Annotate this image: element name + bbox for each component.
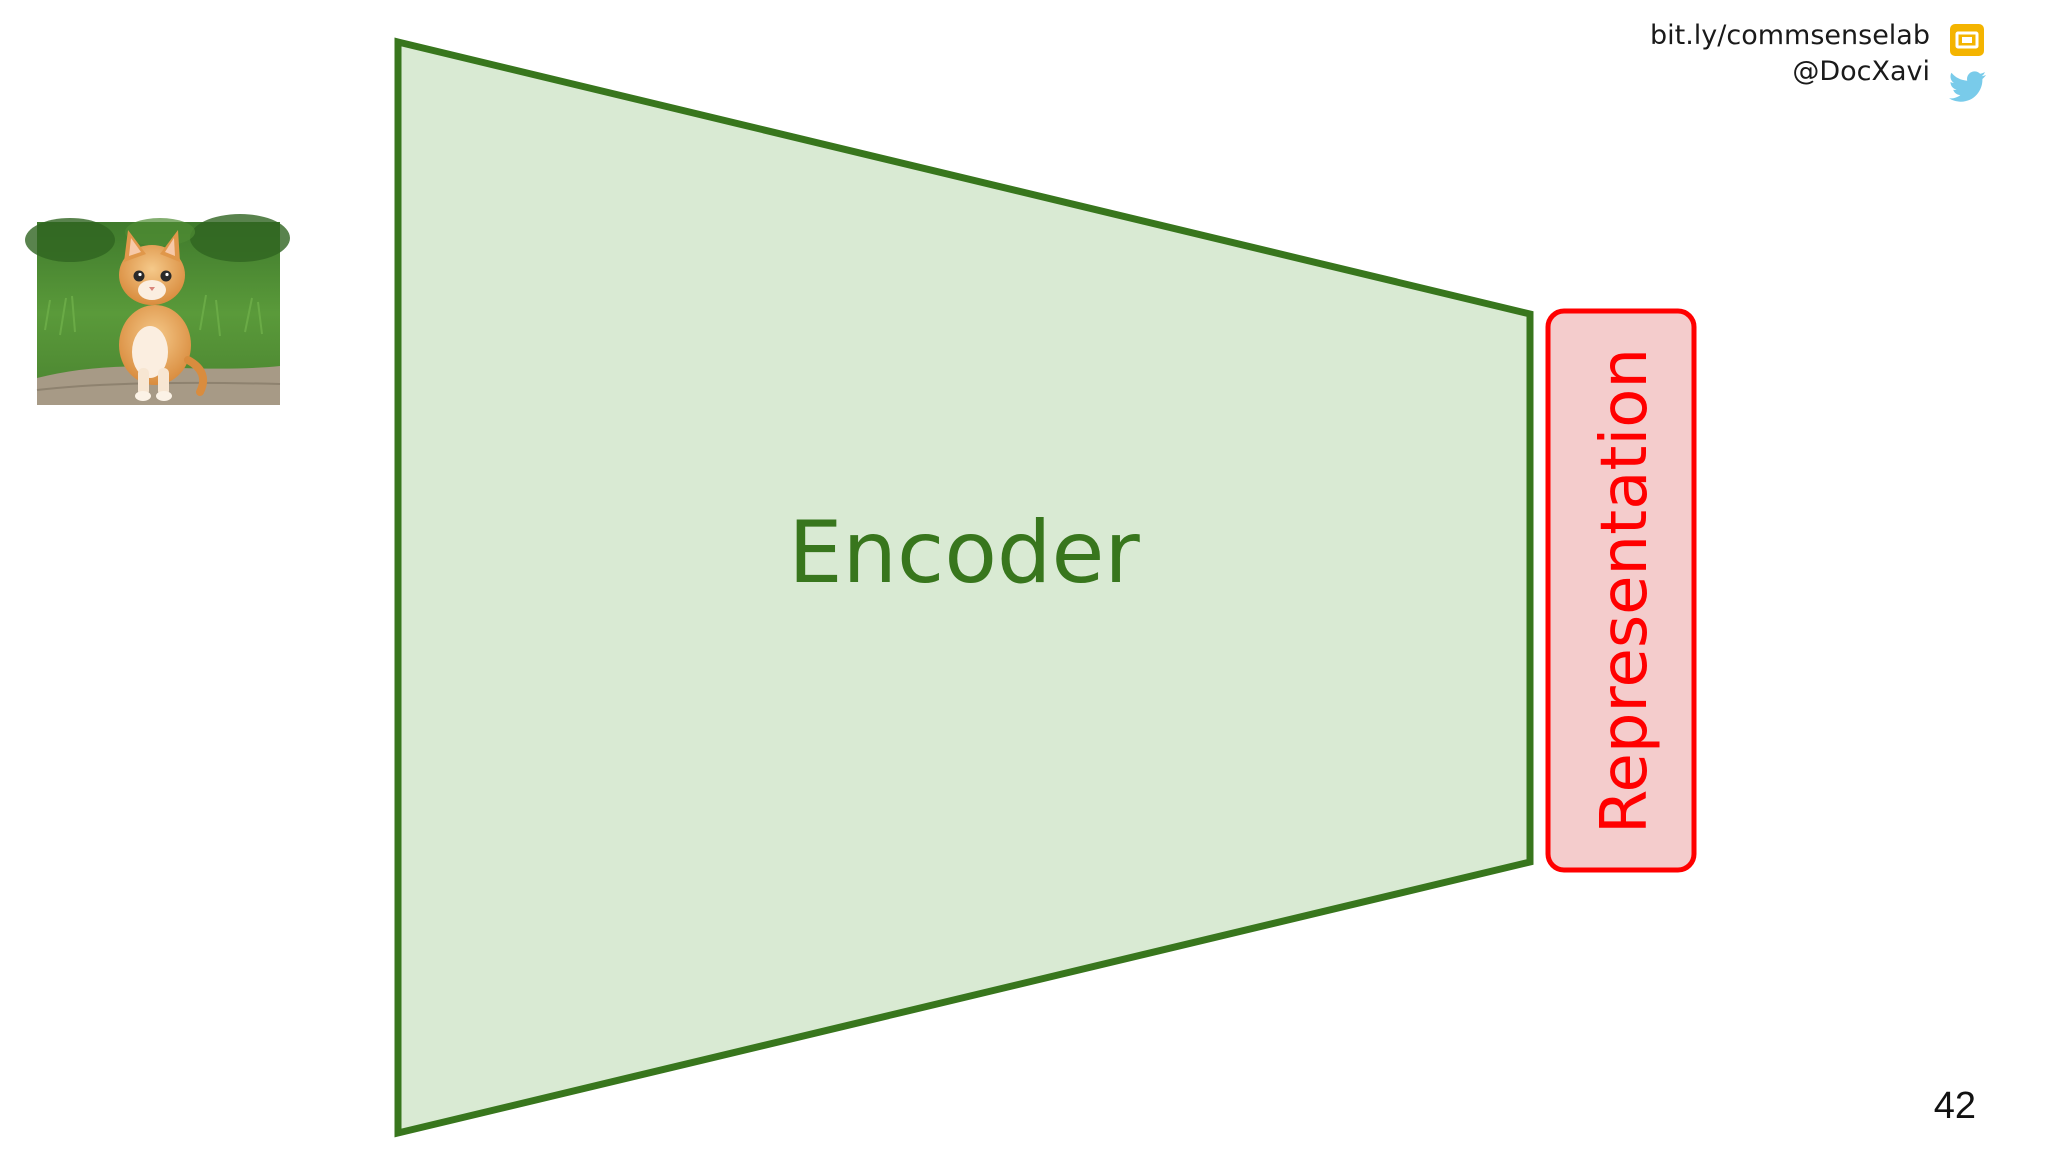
page-number: 42 — [1934, 1085, 1976, 1128]
representation-label: Representation — [1588, 348, 1662, 834]
google-slides-icon — [1948, 24, 1988, 58]
header-handle-row: @DocXavi — [1650, 54, 1988, 90]
header: bit.ly/commsenselab @DocXavi — [1650, 18, 1988, 90]
twitter-handle[interactable]: @DocXavi — [1792, 56, 1930, 87]
encoder-label: Encoder — [788, 503, 1140, 603]
commsenselab-link[interactable]: bit.ly/commsenselab — [1650, 20, 1930, 51]
input-image-kitten — [25, 214, 290, 405]
header-link-row: bit.ly/commsenselab — [1650, 18, 1988, 54]
twitter-bird-icon — [1948, 70, 1988, 104]
